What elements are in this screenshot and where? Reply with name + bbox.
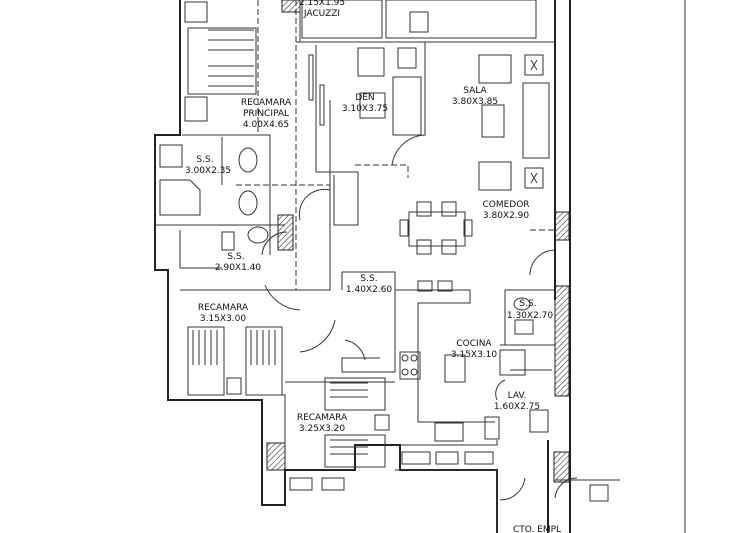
bedroom2-beds xyxy=(187,326,283,396)
den-furniture xyxy=(308,47,422,136)
bedroom3-label: RECAMARA xyxy=(297,413,348,423)
service-bath xyxy=(513,297,609,502)
jacuzzi-label: JACUZZI xyxy=(303,9,340,19)
master-bath-fixtures xyxy=(159,144,269,251)
lav-dims: 1.60X2.75 xyxy=(494,402,540,412)
bath4-label: S.S. xyxy=(519,299,536,309)
cto-empl-label: CTO. EMPL xyxy=(513,525,561,533)
room-labels: 2.15X1.95 JACUZZI RECAMARA PRINCIPAL 4.0… xyxy=(185,0,561,533)
den-dims: 3.10X3.75 xyxy=(342,104,388,114)
bath2-dims: 2.90X1.40 xyxy=(215,263,262,273)
bath2-label: S.S. xyxy=(227,252,244,262)
bedroom3-dims: 3.25X3.20 xyxy=(299,424,346,434)
master-bedroom-dims: 4.00X4.65 xyxy=(243,120,289,130)
bath4-dims: 1.30X2.70 xyxy=(507,311,554,321)
comedor-dims: 3.80X2.90 xyxy=(483,211,530,221)
master-bath-dims: 3.00X2.35 xyxy=(185,166,231,176)
sala-label: SALA xyxy=(463,86,487,96)
sala-furniture xyxy=(478,54,550,191)
cocina-dims: 3.15X3.10 xyxy=(451,350,498,360)
bath3-dims: 1.40X2.60 xyxy=(346,285,393,295)
bedroom2-label: RECAMARA xyxy=(198,303,249,313)
bedroom2-dims: 3.15X3.00 xyxy=(200,314,247,324)
dining-table xyxy=(399,201,473,255)
master-bedroom-label: RECAMARA xyxy=(241,98,292,108)
jacuzzi xyxy=(301,0,537,39)
master-bath-label: S.S. xyxy=(196,155,213,165)
master-bedroom-label-2: PRINCIPAL xyxy=(243,109,289,119)
interior-walls xyxy=(155,0,620,533)
lav-label: LAV. xyxy=(508,391,527,401)
jacuzzi-dims: 2.15X1.95 xyxy=(299,0,345,8)
cocina-label: COCINA xyxy=(456,339,492,349)
closets xyxy=(289,451,494,491)
master-bed xyxy=(184,1,257,122)
comedor-label: COMEDOR xyxy=(482,200,529,210)
furniture xyxy=(159,0,609,502)
sala-dims: 3.80X3.85 xyxy=(452,97,498,107)
bedroom3-beds xyxy=(324,377,390,468)
doors xyxy=(261,42,578,501)
kitchen xyxy=(399,280,526,442)
den-label: DEN xyxy=(355,93,374,103)
bath3-label: S.S. xyxy=(360,274,377,284)
